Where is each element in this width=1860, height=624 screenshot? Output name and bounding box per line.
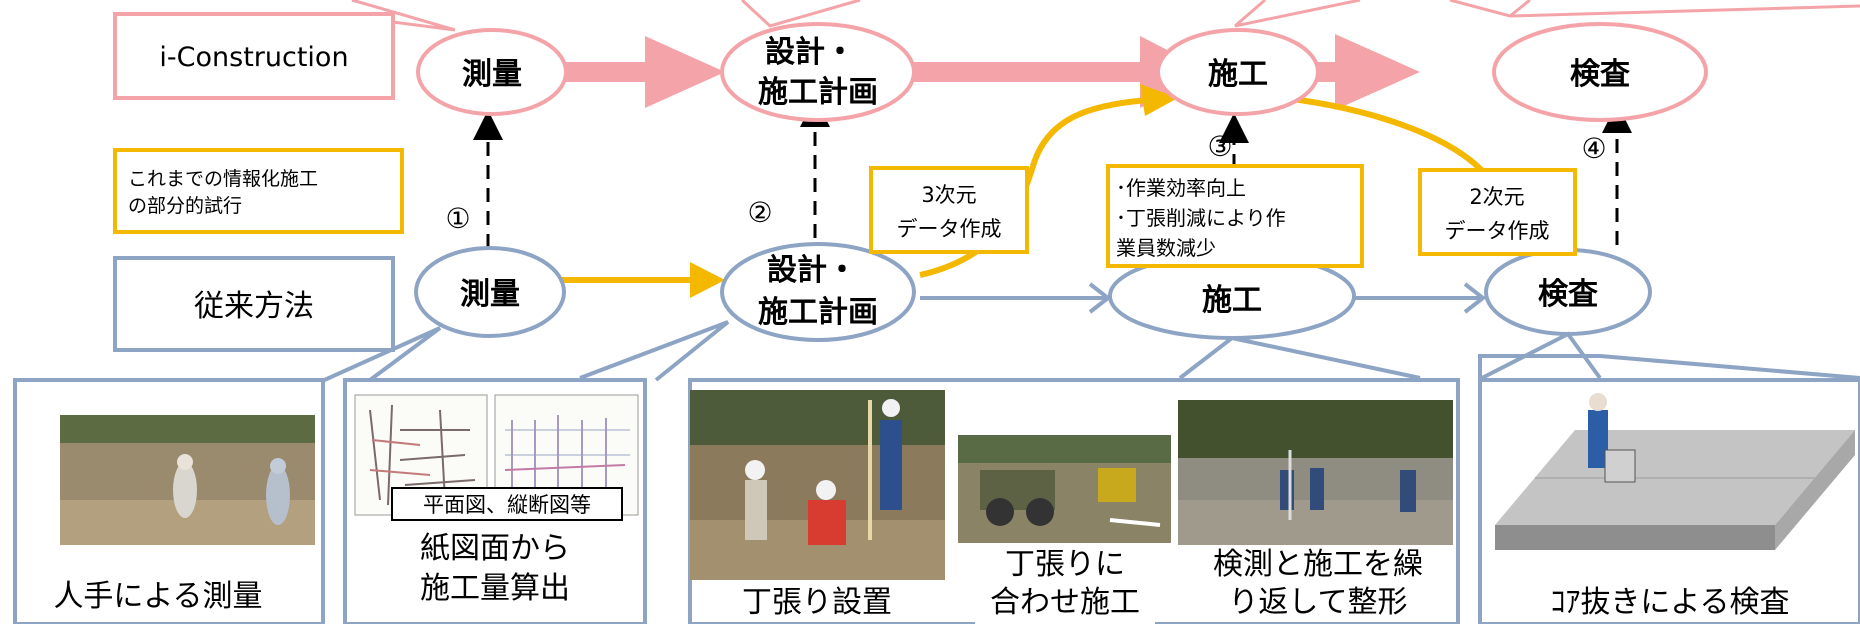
callout-benefit-line3: 業員数減少 [1116,236,1216,260]
bottom-node-design-line2: 施工計画 [758,295,878,330]
photo3-caption-line2: り返して整形 [1228,585,1407,620]
top-node-inspection-label: 検査 [1570,57,1630,92]
top-node-survey: 測量 [416,28,568,116]
panel-manual-survey: 人手による測量 [13,378,325,624]
step-1-marker: ① [445,202,470,235]
panel-core-inspection: ｺｱ抜きによる検査 [1478,354,1860,624]
callout-3d-line2: データ作成 [897,217,1002,241]
callout-benefits: ･作業効率向上 ･丁張削減により作 業員数減少 [1106,164,1364,268]
drawing-tag: 平面図、縦断図等 [423,493,591,517]
photo-batter-board-setup [690,390,945,580]
bottom-node-inspection-label: 検査 [1538,277,1598,312]
panel-survey-caption: 人手による測量 [53,579,262,614]
callout-3d-line1: 3次元 [921,183,976,207]
photo2-caption-line2: 合わせ施工 [990,585,1140,620]
photo-grading-to-boards [958,435,1171,543]
callout-2d-line2: データ作成 [1445,219,1550,243]
row-label-i-construction: i-Construction [113,12,395,100]
callout-benefit-line2: ･丁張削減により作 [1116,206,1286,230]
photo-measure-and-shape [1178,400,1453,545]
bottom-node-inspection: 検査 [1484,248,1652,336]
panel-inspection-caption: ｺｱ抜きによる検査 [1550,585,1789,620]
top-node-design: 設計・ 施工計画 [720,22,916,122]
panel-drawings-caption-line1: 紙図面から [420,531,570,566]
row-label-conventional-text: 従来方法 [194,289,314,324]
callout-2d-data: 2次元 データ作成 [1418,168,1577,256]
row-label-legacy: これまでの情報化施工 の部分的試行 [113,148,404,234]
callout-benefit-line1: ･作業効率向上 [1116,176,1246,200]
step-3-marker: ③ [1207,130,1232,163]
photo3-caption-line1: 検測と施工を繰 [1213,547,1423,582]
top-node-construction-label: 施工 [1208,57,1268,92]
panel-drawings-caption-line2: 施工量算出 [420,571,570,606]
row-label-i-construction-text: i-Construction [159,42,348,73]
panel-construction: 丁張り設置 丁張りに 合わせ施工 検測と施工を繰 り返して整形 [688,378,1460,624]
conventional-flow-arrows [920,282,1487,314]
bottom-node-survey: 測量 [414,246,566,338]
callout-2d-line1: 2次元 [1469,185,1524,209]
row-label-conventional: 従来方法 [113,256,395,352]
photo1-caption: 丁張り設置 [742,585,892,620]
top-node-design-line2: 施工計画 [758,75,878,110]
bottom-node-design-line1: 設計・ [767,253,857,288]
callout-3d-data: 3次元 データ作成 [869,166,1029,254]
step-dashed-arrows [473,97,1632,248]
concrete-slab-illustration [1495,393,1855,550]
top-node-construction: 施工 [1156,28,1320,116]
bottom-node-survey-label: 測量 [460,277,520,312]
legacy-label-line2: の部分的試行 [128,195,242,217]
panel-paper-drawings: 平面図、縦断図等 紙図面から 施工量算出 [343,378,647,624]
bottom-node-construction-label: 施工 [1202,283,1262,318]
photo2-caption-line1: 丁張りに [1005,547,1125,582]
top-node-design-line1: 設計・ [765,35,855,70]
legacy-flow-arrowheads [690,84,1178,298]
top-node-survey-label: 測量 [462,57,522,92]
survey-photo [60,415,315,545]
step-4-marker: ④ [1581,132,1606,165]
legacy-label-line1: これまでの情報化施工 [128,168,318,190]
top-node-inspection: 検査 [1492,22,1708,122]
bottom-node-design: 設計・ 施工計画 [720,242,916,342]
step-2-marker: ② [747,196,772,229]
panel-connectors [319,320,1602,384]
